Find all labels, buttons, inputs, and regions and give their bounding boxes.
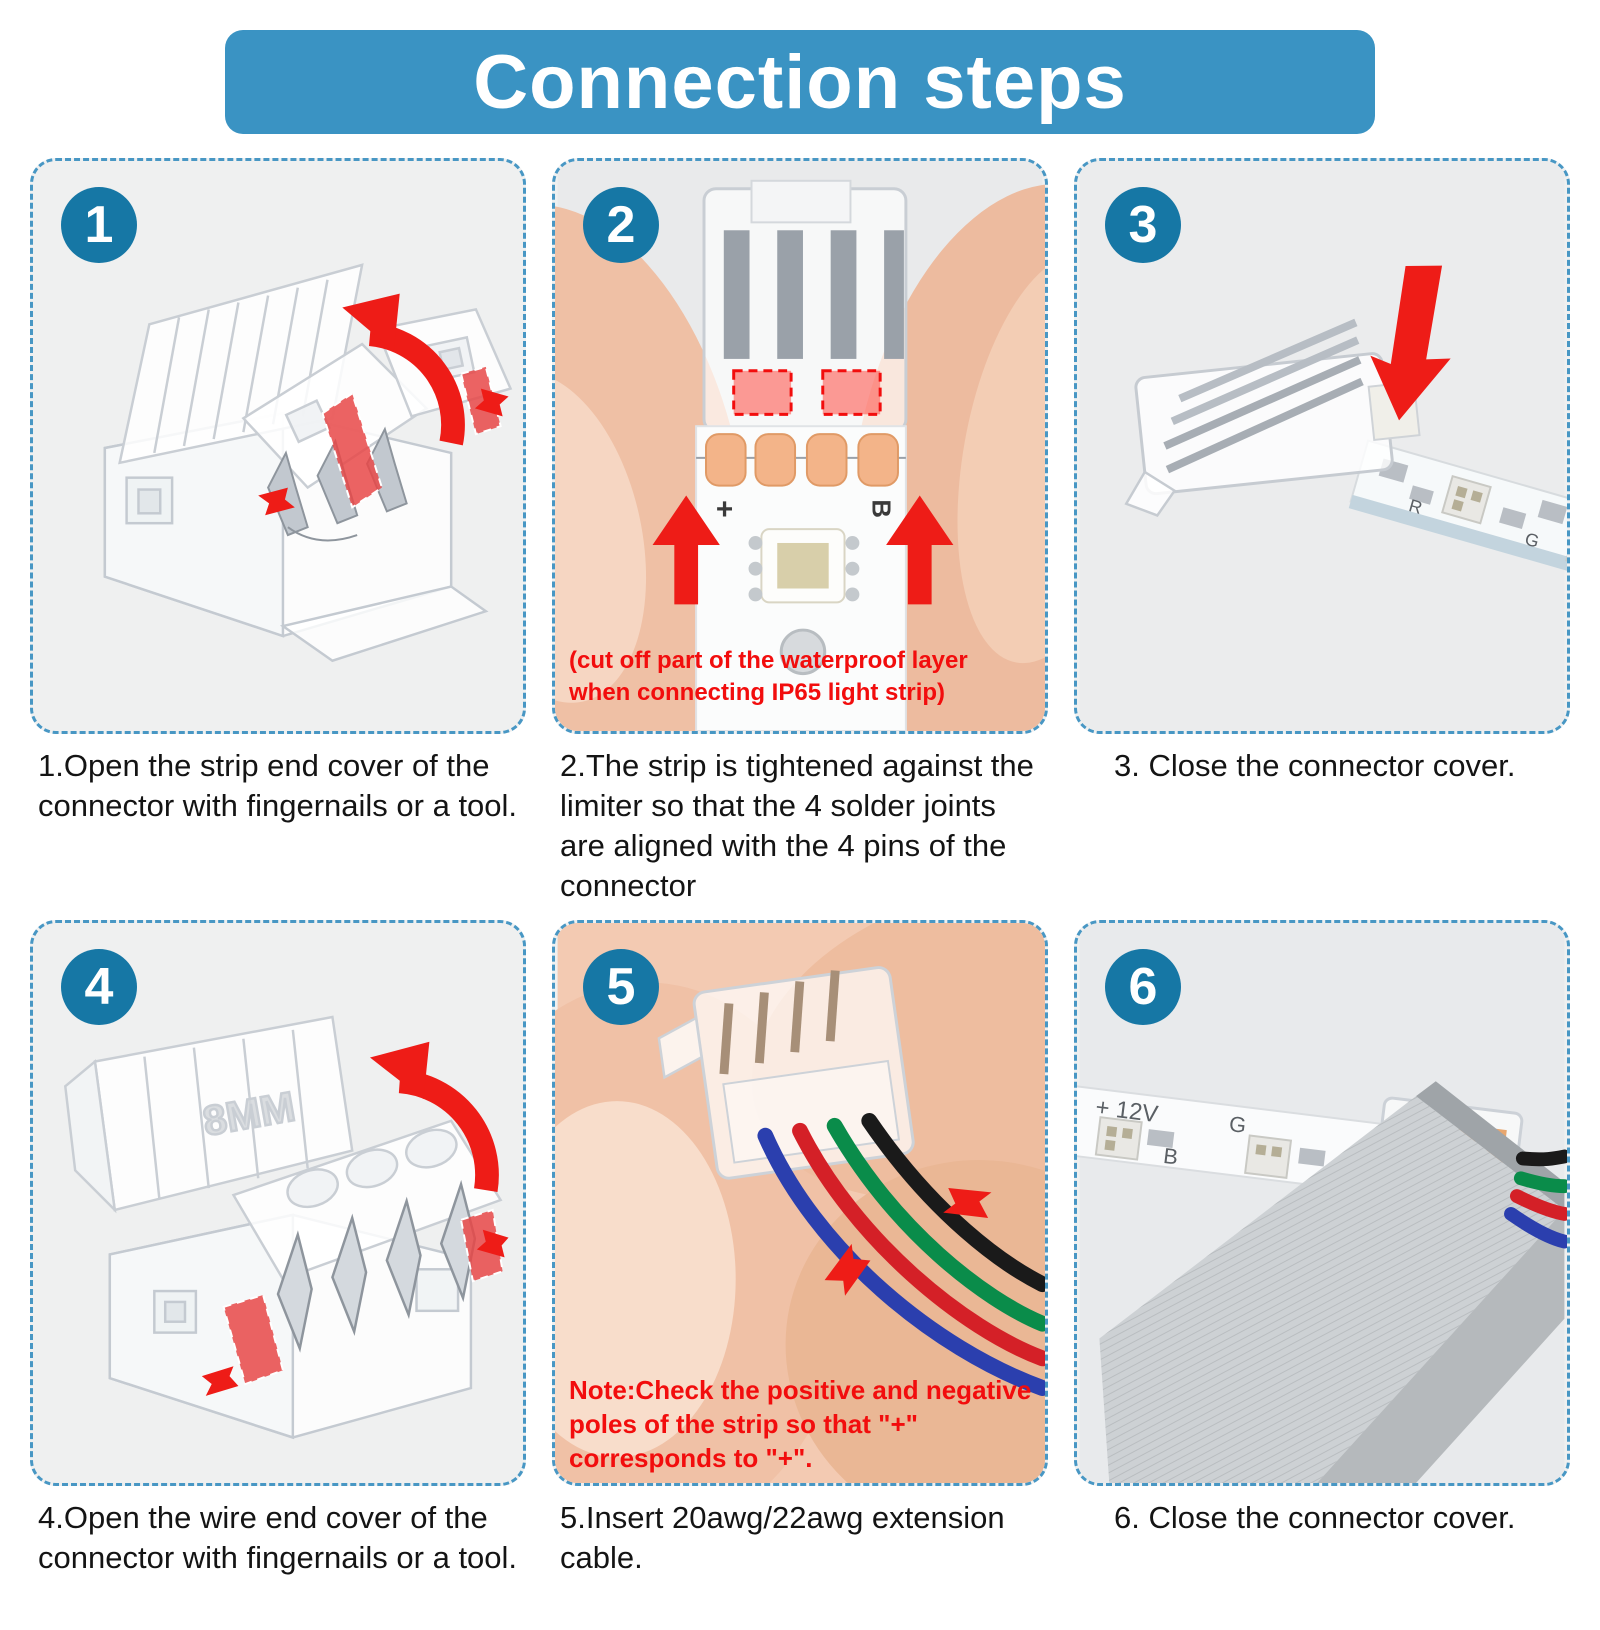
left-finger xyxy=(555,204,748,731)
red-dashed-markers xyxy=(732,369,882,416)
red-curved-arrow-icon xyxy=(370,1041,499,1193)
title-banner: Connection steps xyxy=(225,30,1375,134)
step-1-illustration xyxy=(103,263,513,663)
extension-wires xyxy=(757,1112,1045,1396)
step-5-panel: 5 xyxy=(552,920,1048,1486)
strip-b-marking: B xyxy=(1162,1143,1179,1170)
strip-plus-marking: + xyxy=(716,493,733,526)
led-strip: R G B xyxy=(1348,439,1567,590)
step-6-panel: 6 + 12V G B R xyxy=(1074,920,1570,1486)
step-6: 6 + 12V G B R xyxy=(1074,920,1570,1618)
step-1-caption: 1.Open the strip end cover of the connec… xyxy=(38,748,518,823)
step-2-caption: 2.The strip is tightened against the lim… xyxy=(560,748,1034,903)
metal-blade-pins xyxy=(276,1179,477,1353)
step-4-panel: 4 8 xyxy=(30,920,526,1486)
step-5-illustration xyxy=(555,923,1045,1483)
step-1-badge: 1 xyxy=(61,187,137,263)
step-5-caption: 5.Insert 20awg/22awg extension cable. xyxy=(560,1500,1005,1575)
step-6-badge: 6 xyxy=(1105,949,1181,1025)
step-6-illustration: + 12V G B R xyxy=(1077,923,1567,1483)
page: Connection steps 1 xyxy=(0,30,1600,1618)
step-2-badge: 2 xyxy=(583,187,659,263)
step-2-note: (cut off part of the waterproof layer wh… xyxy=(569,647,968,706)
step-5-note: Note:Check the positive and negative pol… xyxy=(569,1375,1032,1473)
step-3-panel: 3 R xyxy=(1074,158,1570,734)
step-3-badge: 3 xyxy=(1105,187,1181,263)
strip-g-marking: G xyxy=(1228,1111,1248,1138)
extension-wires xyxy=(1504,1149,1567,1249)
step-1: 1 xyxy=(30,158,526,906)
step-2-panel: 2 xyxy=(552,158,1048,734)
strip-g-marking: G xyxy=(1523,529,1542,552)
red-highlight-bands xyxy=(321,365,502,509)
step-2-illustration: + B xyxy=(555,161,1045,731)
step-4-illustration: 8MM xyxy=(63,1015,509,1440)
metal-pins xyxy=(267,426,408,542)
step-6-caption: 6. Close the connector cover. xyxy=(1114,1500,1516,1535)
red-curved-arrow-icon xyxy=(342,293,465,446)
step-4-caption: 4.Open the wire end cover of the connect… xyxy=(38,1500,518,1575)
step-5-badge: 5 xyxy=(583,949,659,1025)
step-4: 4 8 xyxy=(30,920,526,1618)
step-3-caption: 3. Close the connector cover. xyxy=(1114,748,1516,783)
red-down-arrow-icon xyxy=(1370,265,1451,421)
right-finger xyxy=(849,183,1045,731)
step-4-badge: 4 xyxy=(61,949,137,1025)
steps-grid: 1 xyxy=(0,158,1600,1618)
step-3: 3 R xyxy=(1074,158,1570,906)
small-red-arrows xyxy=(201,1229,509,1396)
strip-b-marking: B xyxy=(866,499,894,518)
step-5: 5 xyxy=(552,920,1048,1618)
strip-r-marking: R xyxy=(1407,495,1425,518)
red-up-arrows xyxy=(652,495,954,605)
small-red-arrows xyxy=(258,388,509,516)
step-1-panel: 1 xyxy=(30,158,526,734)
led-strip: + B xyxy=(695,425,907,731)
page-title: Connection steps xyxy=(473,39,1127,125)
connector-ribbed-cover: 8MM xyxy=(63,1015,354,1214)
step-2: 2 xyxy=(552,158,1048,906)
red-arrows xyxy=(824,1188,992,1296)
